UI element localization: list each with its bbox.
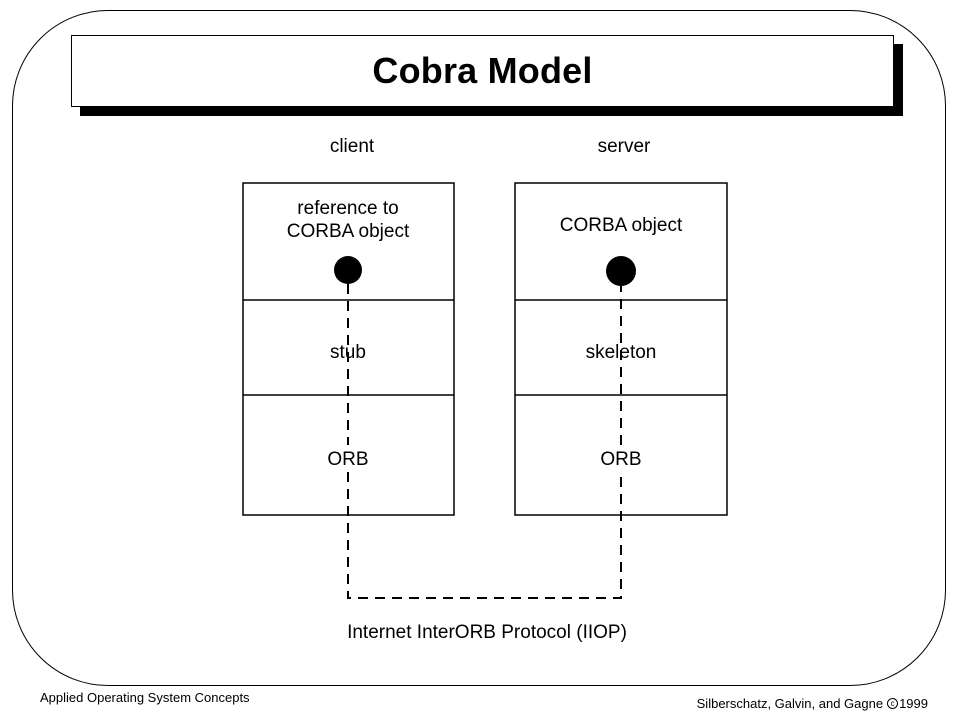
server-object-label: CORBA object	[560, 215, 683, 236]
iiop-protocol-label: Internet InterORB Protocol (IIOP)	[347, 622, 627, 643]
footer-book-title: Applied Operating System Concepts	[40, 690, 250, 705]
client-reference-line1: reference to	[297, 198, 398, 219]
iiop-dashed-connection	[347, 284, 622, 599]
client-orb-label: ORB	[327, 449, 368, 470]
client-reference-line2: CORBA object	[287, 221, 410, 242]
footer-authors: Silberschatz, Galvin, and Gagne	[696, 696, 884, 711]
title-box: Cobra Model	[71, 35, 894, 107]
footer-credits: Silberschatz, Galvin, and Gagne c 1999	[697, 696, 928, 711]
server-heading: server	[598, 136, 651, 157]
server-column: CORBA object skeleton ORB	[514, 182, 728, 516]
footer-year: 1999	[899, 696, 928, 711]
client-heading: client	[330, 136, 375, 157]
client-column: reference to CORBA object stub ORB	[242, 182, 455, 516]
slide-title: Cobra Model	[372, 50, 593, 91]
server-object-dot	[606, 256, 636, 286]
copyright-icon: c	[887, 698, 899, 709]
server-orb-label: ORB	[600, 449, 641, 470]
client-object-dot	[334, 256, 362, 284]
slide-frame	[12, 10, 946, 686]
